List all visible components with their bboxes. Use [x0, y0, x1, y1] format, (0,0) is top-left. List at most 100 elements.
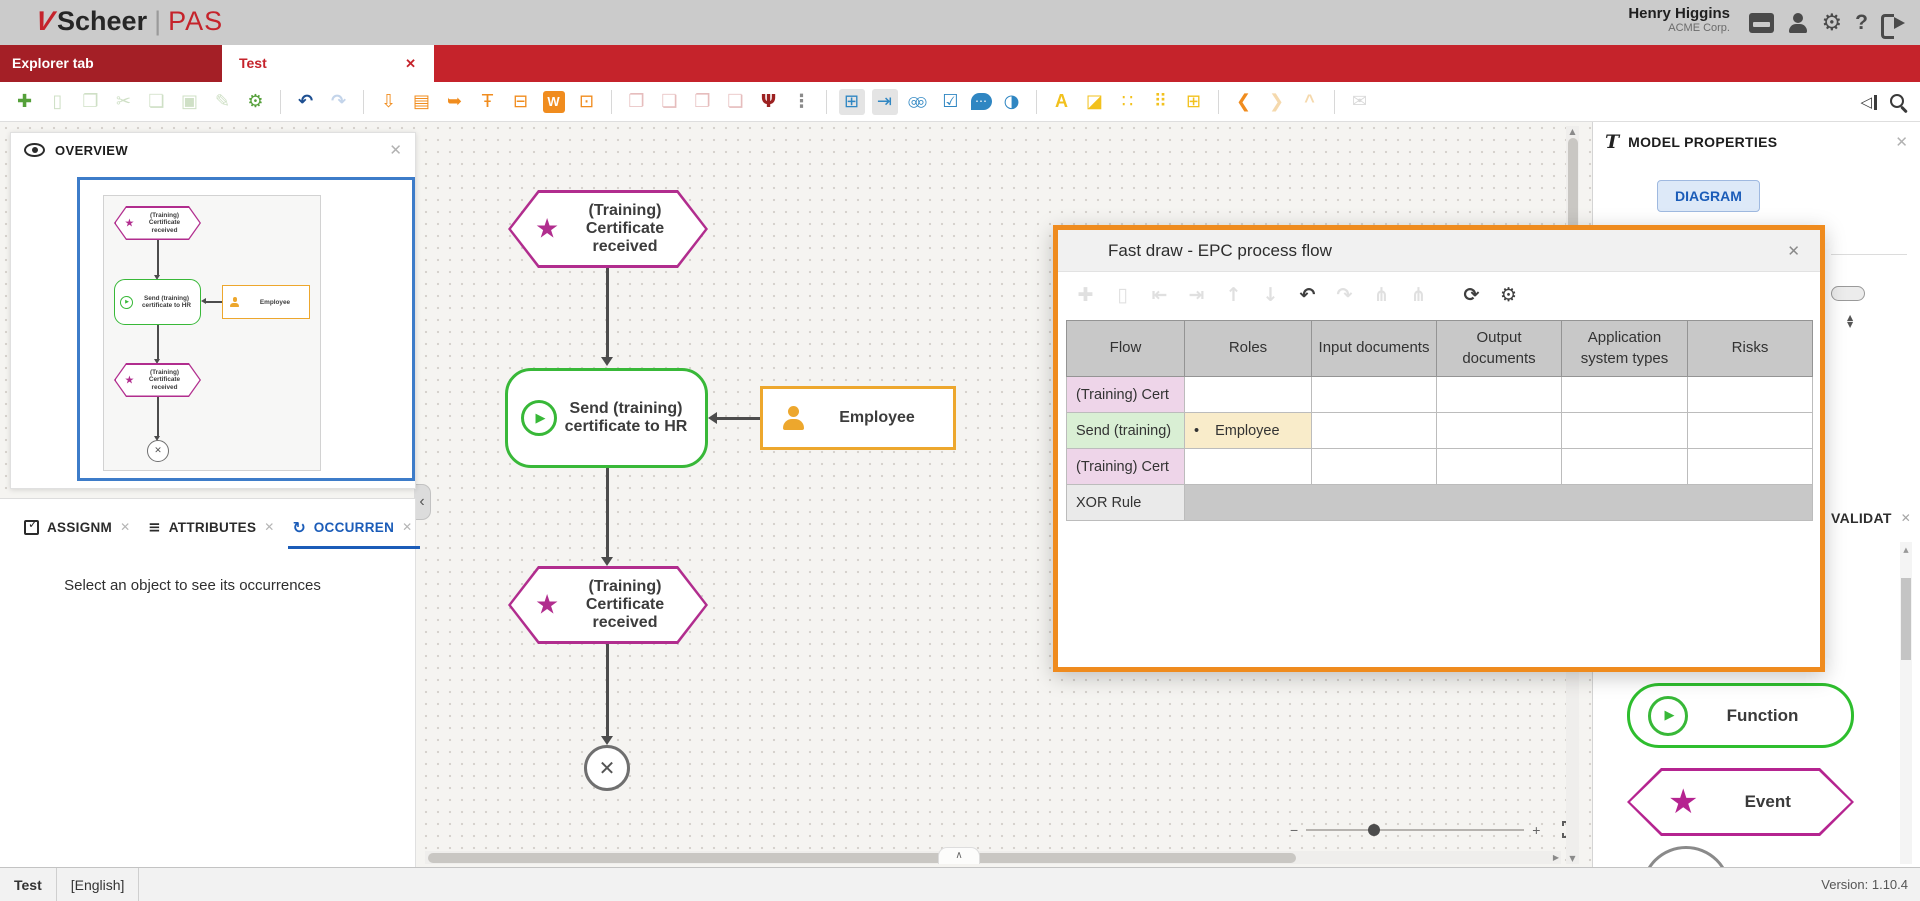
- find-icon[interactable]: ◎◎: [905, 89, 931, 115]
- tab-close-icon[interactable]: ✕: [264, 520, 274, 534]
- duplicate-icon[interactable]: ❐: [78, 89, 104, 115]
- roles-cell[interactable]: [1185, 449, 1312, 485]
- edit-icon[interactable]: ✎: [210, 89, 236, 115]
- tab-occurrences-active[interactable]: ↻ OCCURREN ✕: [292, 518, 412, 537]
- toggle-view-icon[interactable]: ◑: [999, 89, 1025, 115]
- col-roles[interactable]: Roles: [1185, 321, 1312, 377]
- canvas-horizontal-scrollbar[interactable]: ▶: [425, 851, 1561, 864]
- palette-event-shape[interactable]: ★ Event: [1627, 768, 1854, 836]
- share-icon[interactable]: ➥: [442, 89, 468, 115]
- input-cell[interactable]: [1312, 413, 1437, 449]
- scroll-right-icon[interactable]: ▶: [1553, 853, 1559, 862]
- palette-process-interface-shape[interactable]: [1641, 846, 1731, 867]
- event-shape-top[interactable]: ★ (Training) Certificate received: [508, 190, 708, 268]
- flow-cell[interactable]: Send (training): [1067, 413, 1185, 449]
- flow-cell[interactable]: (Training) Cert: [1067, 449, 1185, 485]
- cut-icon[interactable]: ✂: [111, 89, 137, 115]
- move-up-icon[interactable]: ↑: [1220, 282, 1247, 309]
- insert-image-icon[interactable]: ◪: [1082, 89, 1108, 115]
- tab-close-icon[interactable]: ✕: [402, 520, 412, 534]
- search-icon[interactable]: [1889, 93, 1908, 112]
- left-panel-collapse-handle[interactable]: ‹: [414, 484, 431, 520]
- bring-forward-icon[interactable]: ❐: [624, 89, 650, 115]
- fastdraw-titlebar[interactable]: Fast draw - EPC process flow ✕: [1058, 230, 1820, 272]
- apptypes-cell[interactable]: [1562, 377, 1688, 413]
- paste-icon[interactable]: ▣: [177, 89, 203, 115]
- risks-cell[interactable]: [1688, 449, 1813, 485]
- output-cell[interactable]: [1437, 449, 1562, 485]
- nav-back-icon[interactable]: ❮: [1231, 89, 1257, 115]
- tab-close-icon[interactable]: ✕: [405, 45, 416, 82]
- tab-validation[interactable]: VALIDAT ✕: [1831, 510, 1911, 526]
- role-shape-employee[interactable]: Employee: [760, 386, 956, 450]
- scroll-up-icon[interactable]: ▲: [1900, 546, 1912, 554]
- palette-function-shape[interactable]: ▶ Function: [1627, 683, 1854, 748]
- delete-icon[interactable]: ▯: [45, 89, 71, 115]
- word-export-icon[interactable]: W: [543, 91, 565, 113]
- roles-cell[interactable]: •Employee: [1185, 413, 1312, 449]
- horizontal-scroll-thumb[interactable]: [428, 853, 1296, 863]
- hierarchy-icon[interactable]: Ψ: [756, 89, 782, 115]
- input-cell[interactable]: [1312, 449, 1437, 485]
- output-cell[interactable]: [1437, 377, 1562, 413]
- risks-cell[interactable]: [1688, 377, 1813, 413]
- col-risks[interactable]: Risks: [1688, 321, 1813, 377]
- tab-close-icon[interactable]: ✕: [1901, 511, 1911, 525]
- validate-checkbox-icon[interactable]: ☑: [938, 89, 964, 115]
- function-shape[interactable]: ▶ Send (training) certificate to HR: [505, 368, 708, 468]
- flow-cell[interactable]: (Training) Cert: [1067, 377, 1185, 413]
- redo-icon[interactable]: ↷: [326, 89, 352, 115]
- risks-cell[interactable]: [1688, 413, 1813, 449]
- move-down-icon[interactable]: ↓: [1257, 282, 1284, 309]
- apptypes-cell[interactable]: [1562, 449, 1688, 485]
- redo-icon[interactable]: ↷: [1331, 282, 1358, 309]
- right-panel-scrollbar[interactable]: ▲: [1900, 542, 1912, 864]
- bottom-panel-collapse-handle[interactable]: ∧: [938, 847, 980, 864]
- end-node[interactable]: ✕: [584, 745, 630, 791]
- indent-icon[interactable]: ⇥: [1183, 282, 1210, 309]
- send-to-back-icon[interactable]: ❏: [723, 89, 749, 115]
- event-shape-bottom[interactable]: ★ (Training) Certificate received: [508, 566, 708, 644]
- pin-icon[interactable]: Ŧ: [475, 89, 501, 115]
- scroll-down-icon[interactable]: ▼: [1566, 854, 1579, 863]
- logout-icon[interactable]: [1881, 14, 1906, 33]
- bring-to-front-icon[interactable]: ❐: [690, 89, 716, 115]
- grid-layout-icon[interactable]: ⊞: [839, 89, 865, 115]
- zoom-slider-thumb[interactable]: [1368, 824, 1380, 836]
- help-icon[interactable]: ?: [1855, 11, 1868, 35]
- branch-left-icon[interactable]: ⋔: [1368, 282, 1395, 309]
- tab-assignments[interactable]: ASSIGNM ✕: [24, 520, 130, 535]
- copy-icon[interactable]: ❏: [144, 89, 170, 115]
- tab-test-active[interactable]: Test ✕: [222, 45, 434, 82]
- more-options-icon[interactable]: ⋮: [789, 89, 815, 115]
- right-scroll-thumb[interactable]: [1901, 578, 1911, 660]
- model-properties-close-icon[interactable]: ✕: [1895, 133, 1908, 151]
- tab-explorer[interactable]: Explorer tab: [0, 45, 222, 82]
- refresh-icon[interactable]: ⟳: [1458, 282, 1485, 309]
- nav-up-icon[interactable]: ^: [1297, 89, 1323, 115]
- undo-icon[interactable]: ↶: [293, 89, 319, 115]
- input-cell[interactable]: [1312, 377, 1437, 413]
- scroll-up-icon[interactable]: ▲: [1566, 127, 1579, 136]
- tab-close-icon[interactable]: ✕: [120, 520, 130, 534]
- zoom-in-button[interactable]: +: [1532, 824, 1540, 836]
- snap-to-grid-icon[interactable]: ⇥: [872, 89, 898, 115]
- model-settings-icon[interactable]: ⚙: [243, 89, 269, 115]
- comments-icon[interactable]: ⋯: [971, 93, 992, 110]
- sort-arrows-icon[interactable]: ▲ ▼: [1847, 314, 1853, 328]
- branch-right-icon[interactable]: ⋔: [1405, 282, 1432, 309]
- settings-gear-icon[interactable]: ⚙: [1822, 12, 1843, 34]
- outdent-icon[interactable]: ⇤: [1146, 282, 1173, 309]
- add-row-icon[interactable]: ✚: [1072, 282, 1099, 309]
- status-language[interactable]: [English]: [57, 868, 140, 901]
- crop-frame-icon[interactable]: ⊡: [574, 89, 600, 115]
- font-color-icon[interactable]: A: [1049, 89, 1075, 115]
- mail-icon[interactable]: ✉: [1347, 89, 1373, 115]
- user-profile-icon[interactable]: [1787, 13, 1809, 33]
- flow-cell[interactable]: XOR Rule: [1067, 485, 1185, 521]
- table-settings-icon[interactable]: ⚙: [1495, 282, 1522, 309]
- save-icon[interactable]: ⇩: [376, 89, 402, 115]
- nav-forward-icon[interactable]: ❯: [1264, 89, 1290, 115]
- apptypes-cell[interactable]: [1562, 413, 1688, 449]
- col-input-documents[interactable]: Input documents: [1312, 321, 1437, 377]
